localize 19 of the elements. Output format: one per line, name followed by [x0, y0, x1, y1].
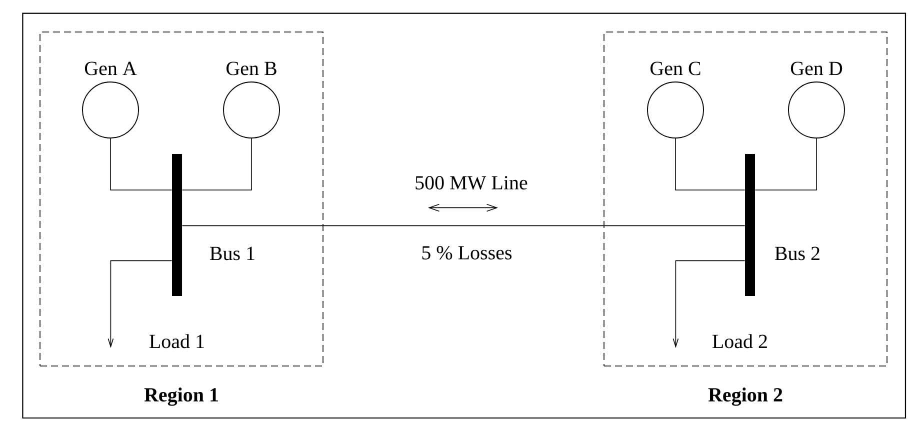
generator-label: Gen A: [84, 62, 137, 76]
connector-line: [182, 138, 252, 190]
generator-label: Gen C: [650, 62, 700, 76]
generator-label: Gen B: [226, 62, 276, 76]
bus-label: Bus 2: [774, 246, 820, 260]
load-arrow: [108, 260, 172, 348]
edge-label: Load 2: [710, 333, 769, 350]
transmission-line: [182, 225, 746, 226]
line-note: 5 % Losses: [420, 245, 514, 261]
connector-line: [754, 138, 817, 190]
region-label: Region 2: [708, 388, 782, 406]
region-label: Region 1: [144, 388, 218, 406]
edge-label: 500 MW Line: [414, 175, 529, 191]
bus-label: Bus 1: [210, 246, 254, 260]
generator-label: Gen D: [790, 62, 842, 76]
edge-label: Load 1: [148, 333, 206, 350]
connector-line: [110, 138, 172, 190]
load-arrow: [672, 260, 746, 348]
connector-line: [675, 138, 746, 190]
